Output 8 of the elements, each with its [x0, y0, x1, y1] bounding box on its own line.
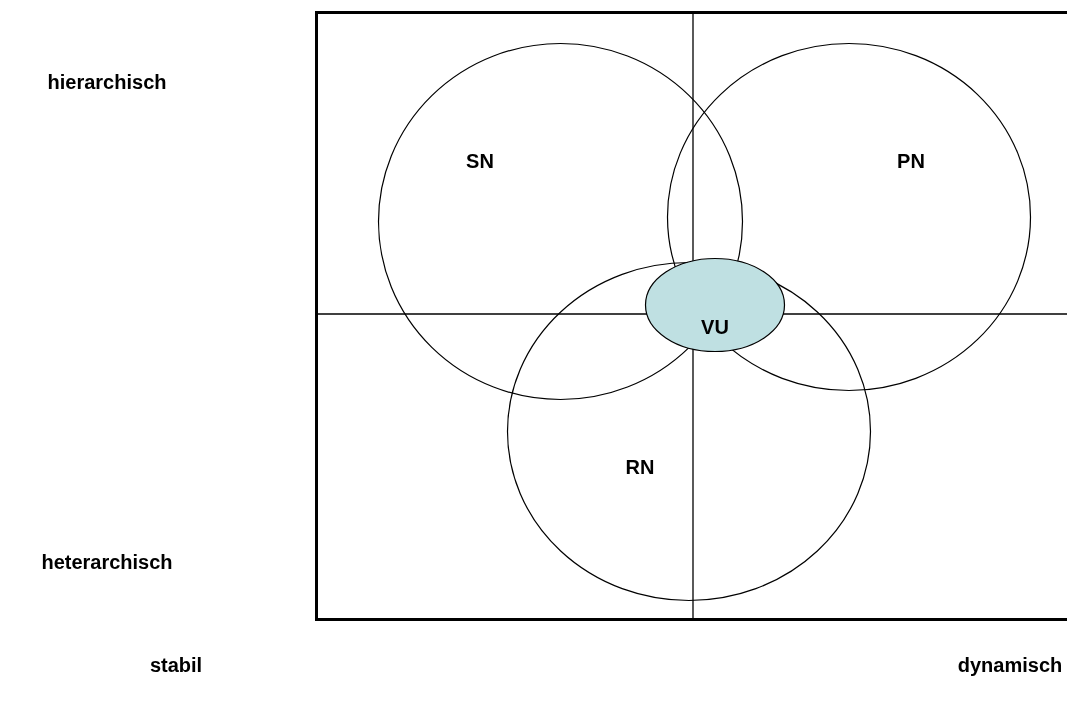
set-label: PN	[897, 151, 925, 171]
axis-label: stabil	[149, 655, 203, 675]
axis-label: dynamisch	[957, 655, 1063, 675]
set-label: VU	[701, 317, 729, 337]
axis-label: heterarchisch	[41, 552, 173, 572]
set-label: RN	[625, 457, 655, 477]
set-label: SN	[466, 151, 494, 171]
axis-label: hierarchisch	[47, 72, 167, 92]
